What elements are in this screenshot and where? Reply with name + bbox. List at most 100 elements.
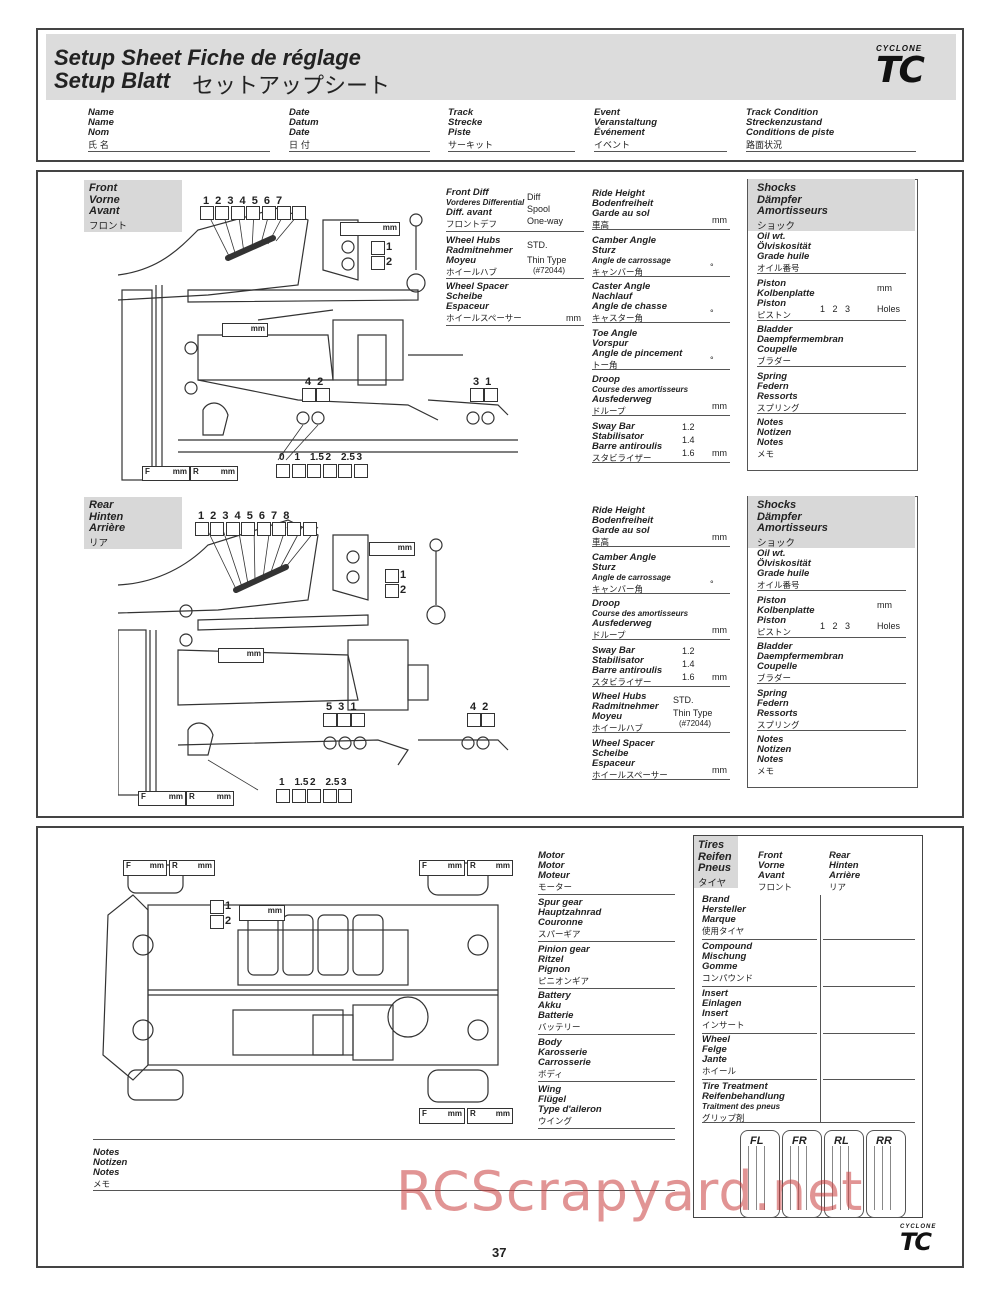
rear-camber-link-box-2[interactable] xyxy=(210,522,225,536)
entry-line[interactable] xyxy=(702,985,817,987)
tire-card-rr[interactable] xyxy=(866,1130,906,1218)
tire-card-rl[interactable] xyxy=(824,1130,864,1218)
entry-line[interactable] xyxy=(446,231,584,232)
rear-mm-box-lower[interactable]: mm xyxy=(218,648,264,663)
rear-box-1[interactable] xyxy=(351,713,365,727)
rear-sway-option[interactable]: 1.4 xyxy=(682,658,695,669)
front-camber-link-box-1[interactable] xyxy=(200,206,214,220)
entry-line[interactable] xyxy=(757,412,906,414)
rear-sway-option[interactable]: 1.2 xyxy=(682,645,695,656)
entry-line[interactable] xyxy=(592,639,730,641)
entry-line[interactable] xyxy=(592,368,730,370)
header-field-line[interactable] xyxy=(448,151,575,152)
rear-camber-link-box-1[interactable] xyxy=(195,522,209,536)
entry-line[interactable] xyxy=(538,1128,675,1129)
header-field-line[interactable] xyxy=(289,151,430,152)
rear-bump-box[interactable] xyxy=(276,789,290,803)
entry-line[interactable] xyxy=(592,462,730,463)
rear-pin-box-2[interactable] xyxy=(385,584,399,598)
entry-line[interactable] xyxy=(538,1034,675,1036)
rear-piston-holes-options[interactable]: 1 2 3 xyxy=(820,620,851,631)
entry-line[interactable] xyxy=(757,273,906,274)
entry-line[interactable] xyxy=(823,1032,915,1034)
entry-line[interactable] xyxy=(592,779,730,780)
general-pin-box-2[interactable] xyxy=(210,915,224,929)
rear-box-3[interactable] xyxy=(337,713,351,727)
front-camber-link-box-7[interactable] xyxy=(292,206,307,220)
general-mm-box[interactable]: mm xyxy=(239,905,285,921)
entry-line[interactable] xyxy=(538,1081,675,1083)
general-pin-box-1[interactable] xyxy=(210,900,224,914)
entry-line[interactable] xyxy=(446,278,584,279)
entry-line[interactable] xyxy=(702,1032,817,1034)
entry-line[interactable] xyxy=(757,590,906,591)
front-diff-option[interactable]: Diff xyxy=(527,192,541,202)
rear-camber-link-box-4[interactable] xyxy=(241,522,256,536)
entry-line[interactable] xyxy=(757,729,906,731)
entry-line[interactable] xyxy=(702,939,817,940)
entry-line[interactable] xyxy=(823,985,915,987)
rear-sway-option[interactable]: 1.6 xyxy=(682,671,695,682)
front-sway-option[interactable]: 1.2 xyxy=(682,422,695,432)
front-hubs-option-std[interactable]: STD. xyxy=(527,240,548,250)
front-sway-option[interactable]: 1.6 xyxy=(682,448,695,458)
front-camber-link-box-3[interactable] xyxy=(230,206,245,220)
entry-line[interactable] xyxy=(538,987,675,989)
front-diff-option[interactable]: One-way xyxy=(527,216,564,226)
rear-box-4[interactable] xyxy=(467,713,481,727)
rear-camber-link-box-3[interactable] xyxy=(225,522,240,536)
entry-line[interactable] xyxy=(823,1079,915,1081)
rear-mm-box-upper[interactable]: mm xyxy=(369,542,415,556)
rear-camber-link-box-7[interactable] xyxy=(287,522,302,536)
front-bump-box[interactable] xyxy=(307,464,321,478)
rear-camber-link-box-6[interactable] xyxy=(272,522,286,536)
front-box-4[interactable] xyxy=(302,388,316,402)
entry-line[interactable] xyxy=(592,229,730,230)
entry-line[interactable] xyxy=(592,592,730,594)
rear-camber-link-box-5[interactable] xyxy=(256,522,271,536)
rear-bump-box[interactable] xyxy=(322,789,337,803)
entry-line[interactable] xyxy=(538,894,675,895)
rear-box-2[interactable] xyxy=(481,713,495,727)
front-mm-box-upper[interactable]: mm xyxy=(340,222,400,236)
tire-card-fl[interactable] xyxy=(740,1130,780,1218)
entry-line[interactable] xyxy=(702,1079,817,1081)
front-box-1[interactable] xyxy=(484,388,498,402)
front-box-2[interactable] xyxy=(316,388,330,402)
front-bump-box[interactable] xyxy=(353,464,368,478)
entry-line[interactable] xyxy=(757,636,906,638)
front-camber-link-box-4[interactable] xyxy=(246,206,261,220)
rear-bump-box[interactable] xyxy=(338,789,352,803)
front-bump-box[interactable] xyxy=(322,464,337,478)
front-hubs-option-thin[interactable]: Thin Type xyxy=(527,255,567,265)
header-field-line[interactable] xyxy=(594,151,727,152)
rear-hubs-option[interactable]: Thin Type xyxy=(673,708,713,719)
entry-line[interactable] xyxy=(538,940,675,942)
rear-box-5[interactable] xyxy=(323,713,337,727)
rear-pin-box-1[interactable] xyxy=(385,569,399,583)
entry-line[interactable] xyxy=(592,275,730,277)
front-camber-link-box-6[interactable] xyxy=(277,206,291,220)
entry-line[interactable] xyxy=(592,685,730,687)
front-pin-box-1[interactable] xyxy=(371,241,385,255)
front-pin-box-2[interactable] xyxy=(371,256,385,270)
entry-line[interactable] xyxy=(592,546,730,547)
entry-line[interactable] xyxy=(757,683,906,685)
rear-bump-box[interactable] xyxy=(291,789,306,803)
entry-line[interactable] xyxy=(592,732,730,734)
entry-line[interactable] xyxy=(592,322,730,324)
header-field-line[interactable] xyxy=(746,151,916,152)
header-field-line[interactable] xyxy=(88,151,270,152)
entry-line[interactable] xyxy=(823,939,915,940)
rear-hubs-option[interactable]: (#72044) xyxy=(679,719,712,729)
rear-hubs-option[interactable]: STD. xyxy=(673,695,694,706)
